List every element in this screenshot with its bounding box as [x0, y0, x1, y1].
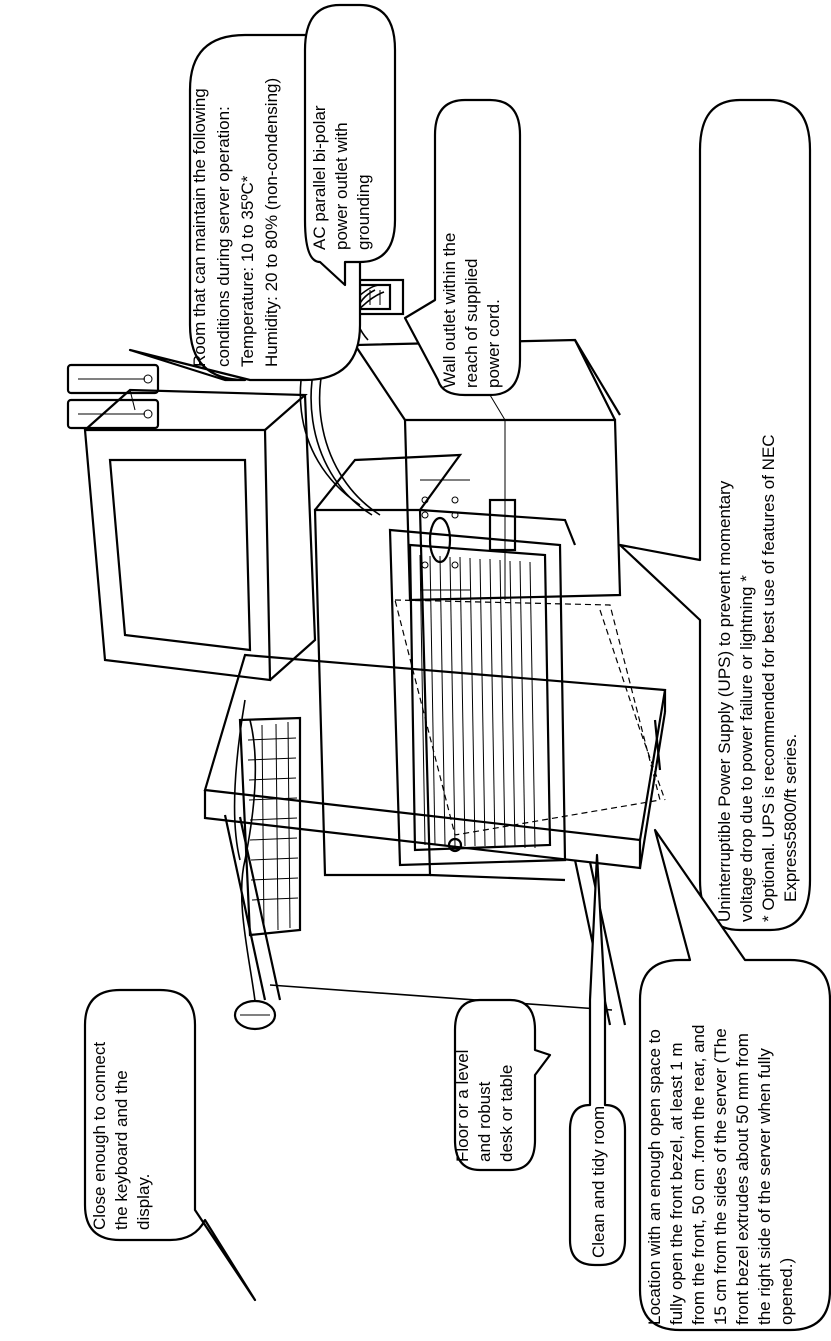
ups-line-2: voltage drop due to power failure or lig…	[737, 575, 756, 922]
callout-clean-room: Clean and tidy room	[570, 855, 625, 1265]
wall-outlet-line-2: reach of supplied	[462, 259, 481, 388]
floor-line-1: Floor or a level	[453, 1050, 472, 1162]
keyboard-line-1: Close enough to connect	[90, 1042, 109, 1230]
floor-line-3: desk or table	[497, 1065, 516, 1162]
room-line-3: Temperature: 10 to 35ºC*	[238, 175, 257, 367]
callout-keyboard-display: Close enough to connect the keyboard and…	[85, 990, 255, 1300]
monitor-illustration	[85, 390, 315, 680]
wall-outlet-line-3: power cord.	[484, 299, 503, 388]
ac-outlet-line-3: grounding	[354, 174, 373, 250]
thermometer-illustration	[68, 365, 158, 428]
location-line-3: from the front, 50 cm .from the rear, an…	[689, 1025, 708, 1325]
floor-line-2: and robust	[475, 1081, 494, 1162]
clean-room-line-1: Clean and tidy room	[589, 1106, 608, 1258]
location-line-5: front bezel extrudes about 50 mm from	[733, 1033, 752, 1325]
room-line-4: Humidity: 20 to 80% (non-condensing)	[262, 78, 281, 367]
callout-floor-desk: Floor or a level and robust desk or tabl…	[453, 1000, 550, 1170]
location-line-6: the right side of the server when fully	[755, 1048, 774, 1325]
keyboard-line-3: display.	[134, 1174, 153, 1230]
room-line-2: conditions during server operation:	[214, 106, 233, 367]
wall-outlet-line-1: Wall outlet within the	[440, 233, 459, 388]
ac-outlet-line-2: power outlet with	[332, 122, 351, 250]
ac-outlet-line-1: AC parallel bi-polar	[310, 105, 329, 250]
location-line-1: Location with an enough open space to	[645, 1029, 664, 1325]
location-line-4: 15 cm from the sides of the server (The	[711, 1028, 730, 1325]
callout-wall-outlet: Wall outlet within the reach of supplied…	[405, 100, 520, 395]
ups-line-4: Express5800/ft series.	[781, 734, 800, 902]
ups-line-3: * Optional. UPS is recommended for best …	[759, 434, 778, 922]
location-line-7: opened.)	[777, 1258, 796, 1325]
location-line-2: fully open the front bezel, at least 1 m	[667, 1042, 686, 1325]
ups-line-1: Uninterruptible Power Supply (UPS) to pr…	[715, 480, 734, 922]
room-line-1: Room that can maintain the following	[190, 88, 209, 367]
keyboard-line-2: the keyboard and the	[112, 1070, 131, 1230]
callout-ac-outlet: AC parallel bi-polar power outlet with g…	[305, 5, 395, 285]
callout-ups: Uninterruptible Power Supply (UPS) to pr…	[620, 100, 810, 930]
